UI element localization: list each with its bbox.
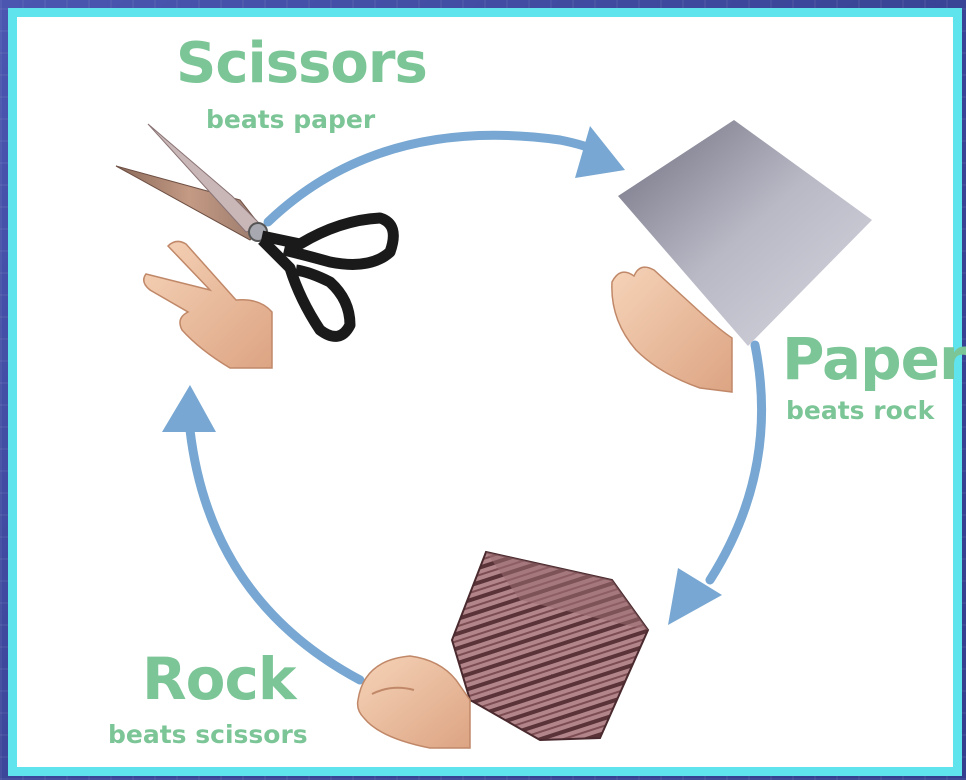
scissors-caption: beats paper bbox=[206, 107, 375, 132]
arrow-scissors-to-paper bbox=[268, 126, 625, 222]
rock-caption: beats scissors bbox=[108, 722, 308, 747]
arrow-rock-to-scissors bbox=[162, 385, 360, 680]
hand-fist-icon bbox=[358, 656, 470, 748]
paper-title: Paper bbox=[782, 330, 966, 388]
paper-caption: beats rock bbox=[786, 398, 934, 423]
hand-scissors-icon bbox=[144, 241, 272, 368]
scissors-title: Scissors bbox=[176, 36, 427, 92]
rock-icon bbox=[452, 552, 648, 740]
rock-title: Rock bbox=[142, 650, 295, 708]
